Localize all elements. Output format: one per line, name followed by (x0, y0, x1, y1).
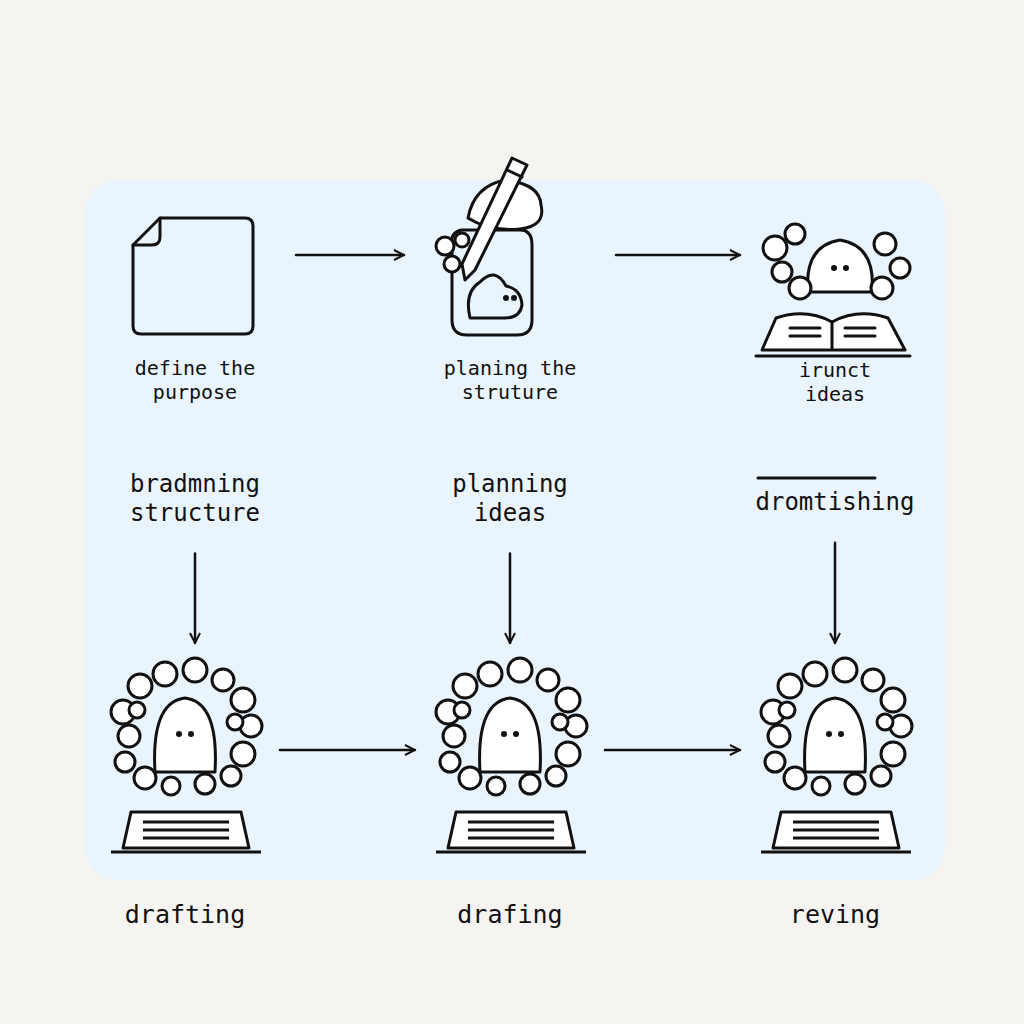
step-node: planing the struture (419, 208, 601, 410)
flow-arrow (194, 554, 197, 643)
step-label-node: planning ideas (420, 470, 600, 534)
step-label-node: dromtishing (745, 488, 925, 523)
flow-arrow (509, 554, 512, 643)
step-label: planing the struture (421, 356, 599, 404)
step-label: planning ideas (426, 470, 594, 528)
flow-arrow (296, 254, 404, 257)
step-node: drafing (430, 665, 590, 936)
step-node: reving (755, 665, 915, 936)
flow-arrow (834, 543, 837, 643)
step-label: drafing (453, 900, 566, 930)
step-label-node: bradmning structure (104, 470, 286, 534)
step-label: dromtishing (752, 488, 919, 517)
flow-arrow (605, 749, 740, 752)
step-label: irunct ideas (776, 358, 894, 406)
step-label: reving (786, 900, 884, 930)
flow-arrow (616, 254, 740, 257)
step-node: define the purpose (109, 208, 281, 410)
step-label: bradmning structure (106, 470, 284, 528)
ideas-cluster-icon (111, 658, 262, 852)
flow-arrow (280, 749, 415, 752)
writing-hand-icon (436, 158, 542, 335)
background-panel (85, 180, 945, 880)
dash-mark (758, 477, 875, 480)
step-node: irunct ideas (755, 208, 915, 412)
ideas-book-icon (756, 224, 910, 356)
step-label: define the purpose (111, 356, 279, 404)
step-node: drafting (105, 665, 265, 936)
step-label: drafting (121, 900, 249, 930)
ideas-cluster-icon (761, 658, 912, 852)
ideas-cluster-icon (436, 658, 587, 852)
page-icon (133, 218, 253, 334)
